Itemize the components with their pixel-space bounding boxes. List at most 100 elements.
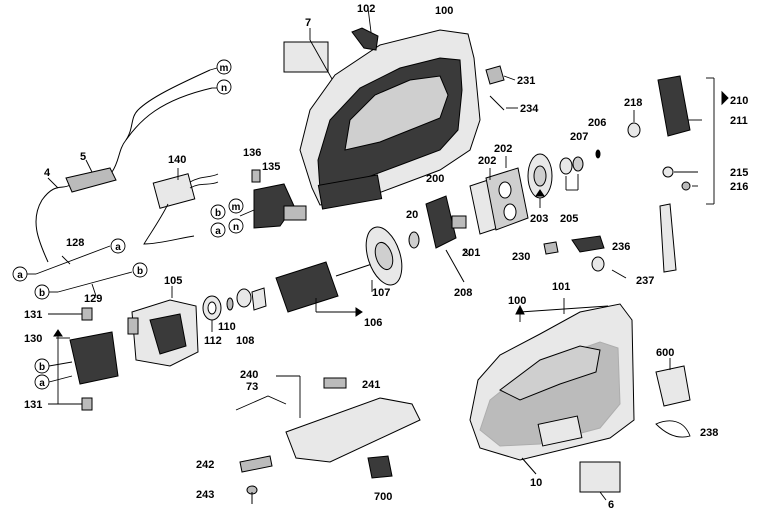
switch-part [239,169,307,229]
part-label-206: 206 [588,117,606,129]
group-arrows [53,90,729,404]
part-label-201: 201 [462,247,480,259]
part-label-218: 218 [624,97,642,109]
svg-text:b: b [137,266,143,277]
stator-field-part [127,286,199,367]
lever-236-part [571,235,605,272]
part-label-237: 237 [636,275,654,287]
part-label-6: 6 [608,499,614,511]
part-label-234: 234 [520,103,539,115]
part-label-20: 20 [406,209,418,221]
part-label-100-top: 100 [435,5,453,17]
svg-text:m: m [232,202,241,213]
svg-text:a: a [39,378,45,389]
brush-holder-part [48,307,119,411]
svg-text:a: a [17,270,23,281]
dust-cover-600-part [655,358,691,407]
part-label-5: 5 [80,151,86,163]
nut-215-part [662,166,698,178]
connector-a-128: a [110,238,126,254]
part-label-236: 236 [612,241,630,253]
part-label-207: 207 [570,131,588,143]
connector-labels: m n b m a n a a [12,59,244,390]
part-label-130: 130 [24,333,42,345]
part-label-230: 230 [512,251,530,263]
bearing-112-part [202,295,222,332]
bearing-108-part [236,288,252,308]
connector-a-brush: a [34,374,73,390]
connector-m-switch: m [228,198,244,214]
part-label-128: 128 [66,237,84,249]
part-label-136: 136 [243,147,261,159]
part-label-131-bottom: 131 [24,399,42,411]
trigger-part [351,27,379,51]
connector-n-top: n [212,79,232,95]
armature-part [251,226,403,317]
part-label-202-a: 202 [478,155,496,167]
part-label-240: 240 [240,369,258,381]
part-label-112: 112 [204,335,222,347]
plates-202-part [469,156,529,235]
bearings-205-part [559,156,584,191]
part-label-202-b: 202 [494,143,512,155]
part-label-100-bottom: 100 [508,295,526,307]
gear-housing-200-part [425,195,467,249]
capacitor-part [143,168,219,245]
part-label-211: 211 [730,115,748,127]
part-label-241: 241 [362,379,380,391]
connector-b-left: b [34,284,58,300]
part-label-200: 200 [426,173,444,185]
part-label-208: 208 [454,287,472,299]
housing-assembled-part [469,298,635,461]
part-label-105: 105 [164,275,182,287]
lead-wires-part [35,245,133,297]
part-label-107: 107 [372,287,390,299]
part-label-7: 7 [305,17,311,29]
part-label-215: 215 [730,167,748,179]
connector-n-switch: n [228,218,244,234]
part-number-labels: 7 102 100 231 234 5 4 140 136 135 128 12… [24,3,748,511]
part-label-205: 205 [560,213,578,225]
wire-clip-238-part [655,420,691,438]
part-label-101: 101 [552,281,570,293]
screw-10-part [521,457,537,475]
part-label-243: 243 [196,489,214,501]
clip-206-part [595,149,601,159]
part-label-131-top: 131 [24,309,42,321]
svg-text:a: a [115,242,121,253]
screw-216-part [681,181,698,191]
part-label-73: 73 [246,381,258,393]
block-230-part [543,241,559,255]
bracket-231-part [485,65,516,85]
washer-110-part [226,297,234,311]
connector-m-top: m [209,59,232,75]
part-label-10: 10 [530,477,542,489]
part-label-135: 135 [262,161,280,173]
housing-half-part [299,7,481,210]
part-label-108: 108 [236,335,254,347]
part-label-600: 600 [656,347,674,359]
screw-201-part [445,249,471,283]
svg-text:n: n [221,83,227,94]
part-label-4: 4 [44,167,51,179]
svg-text:b: b [39,362,45,373]
part-label-242: 242 [196,459,214,471]
part-label-106: 106 [364,317,382,329]
part-label-102: 102 [357,3,375,15]
connector-b-switch: b [210,204,226,220]
screw-243-part [246,485,258,504]
svg-text:b: b [39,288,45,299]
clamp-242-part [239,455,273,473]
label-6-part [579,461,621,501]
part-label-129: 129 [84,293,102,305]
svg-text:a: a [215,226,221,237]
svg-text:m: m [220,63,229,74]
saw-blade-part [659,203,677,273]
part-label-203: 203 [530,213,548,225]
part-label-700: 700 [374,491,392,503]
knob-700-part [367,455,393,479]
part-label-110: 110 [218,321,236,333]
gear-203-part [527,153,553,208]
connector-b-brush: b [34,358,73,374]
part-label-216: 216 [730,181,748,193]
